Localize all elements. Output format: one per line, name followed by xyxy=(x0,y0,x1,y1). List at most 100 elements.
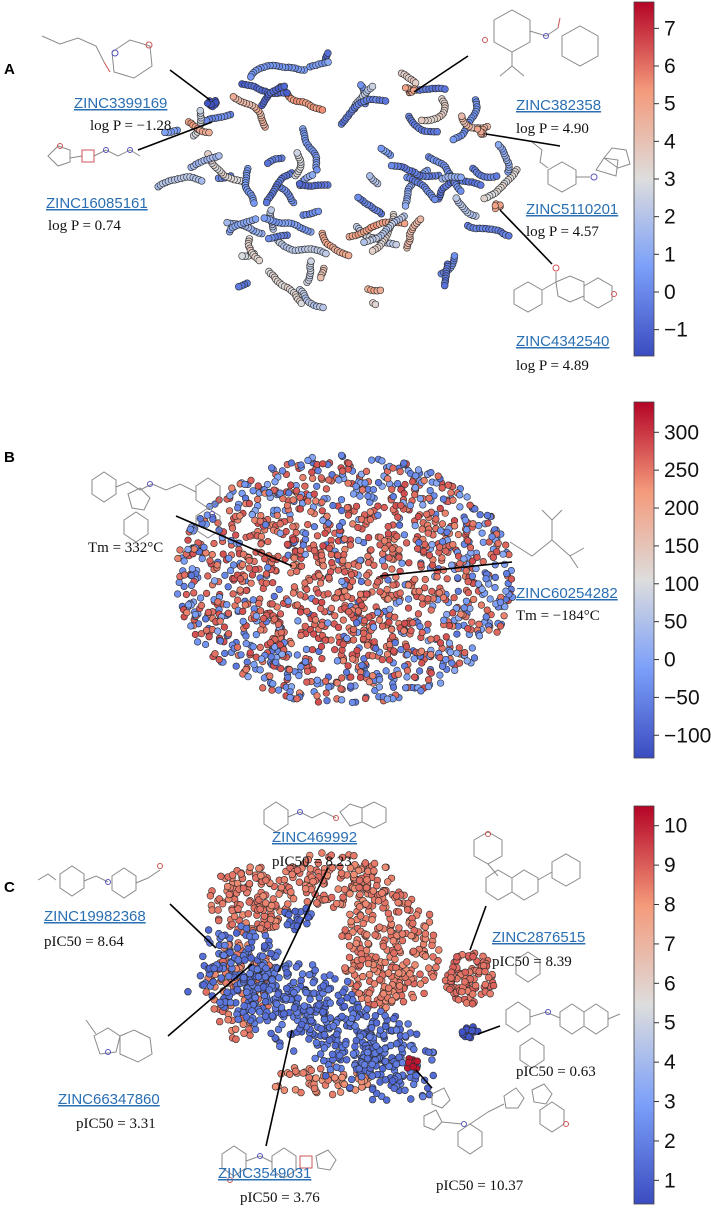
scatter-point xyxy=(355,989,363,997)
scatter-point xyxy=(427,606,435,614)
scatter-point xyxy=(395,521,404,529)
scatter-point xyxy=(270,615,279,623)
compound-id-link[interactable]: ZINC469992 xyxy=(272,829,357,846)
scatter-point xyxy=(350,870,358,879)
scatter-point xyxy=(331,975,339,983)
scatter-point xyxy=(325,574,333,582)
scatter-point xyxy=(297,631,305,640)
scatter-point xyxy=(225,507,234,515)
scatter-point xyxy=(277,664,285,673)
scatter-point xyxy=(368,247,377,255)
scatter-point xyxy=(441,509,449,517)
scatter-point xyxy=(268,901,276,910)
scatter-point xyxy=(441,281,449,290)
scatter-point xyxy=(394,898,402,907)
scatter-point xyxy=(239,884,248,892)
scatter-point xyxy=(255,256,263,265)
scatter-points-b xyxy=(174,451,517,707)
scatter-point xyxy=(332,1063,341,1071)
scatter-point xyxy=(447,974,455,982)
colorbar-tick-label: 5 xyxy=(664,1012,676,1035)
molecule-zinc60254282 xyxy=(509,509,585,569)
scatter-point xyxy=(267,949,275,958)
compound-id-link[interactable]: ZINC3399169 xyxy=(74,95,167,112)
scatter-point xyxy=(451,522,459,530)
scatter-point xyxy=(369,486,378,494)
scatter-point xyxy=(196,106,205,115)
scatter-point xyxy=(314,698,323,706)
scatter-point xyxy=(479,538,487,546)
scatter-point xyxy=(161,128,169,137)
scatter-point xyxy=(357,1072,366,1081)
scatter-point xyxy=(301,658,310,666)
scatter-point xyxy=(368,916,376,924)
scatter-point xyxy=(381,1057,390,1066)
scatter-point xyxy=(304,497,312,505)
scatter-point xyxy=(188,571,196,580)
scatter-point xyxy=(245,898,253,906)
scatter-point xyxy=(415,587,423,595)
scatter-point xyxy=(358,601,366,610)
scatter-point xyxy=(485,973,493,982)
scatter-point xyxy=(300,1002,308,1010)
compound-id-link[interactable]: ZINC3549031 xyxy=(218,1165,311,1182)
scatter-point xyxy=(427,635,435,643)
scatter-point xyxy=(259,892,267,900)
scatter-point xyxy=(478,585,486,593)
scatter-point xyxy=(267,1029,275,1038)
scatter-point xyxy=(224,609,232,617)
scatter-point xyxy=(414,513,423,521)
compound-id-link[interactable]: ZINC16085161 xyxy=(46,195,148,212)
compound-id-link[interactable]: ZINC2876515 xyxy=(492,929,585,946)
scatter-point xyxy=(334,623,343,632)
scatter-point xyxy=(449,496,457,504)
scatter-point xyxy=(223,601,231,609)
scatter-point xyxy=(283,984,291,993)
compound-id-link[interactable]: ZINC382358 xyxy=(516,97,601,114)
scatter-point xyxy=(233,944,242,952)
compound-id-link[interactable]: ZINC5110201 xyxy=(526,201,618,218)
scatter-point xyxy=(416,980,425,988)
molecule-tm-332 xyxy=(91,471,221,543)
scatter-point xyxy=(416,215,425,223)
scatter-point xyxy=(379,990,388,998)
scatter-point xyxy=(370,859,379,868)
scatter-point xyxy=(333,657,342,665)
scatter-point xyxy=(404,581,413,589)
scatter-point xyxy=(200,543,208,551)
scatter-point xyxy=(325,1036,334,1045)
scatter-point xyxy=(318,551,326,559)
scatter-point xyxy=(392,992,400,1000)
compound-id-link[interactable]: ZINC66347860 xyxy=(58,1091,160,1108)
scatter-point xyxy=(433,128,441,136)
scatter-point xyxy=(242,632,250,640)
scatter-point xyxy=(308,646,317,654)
scatter-point xyxy=(416,495,424,503)
scatter-point xyxy=(260,942,269,950)
compound-id-link[interactable]: ZINC19982368 xyxy=(44,908,146,925)
scatter-point xyxy=(232,1035,240,1043)
scatter-point xyxy=(470,595,478,604)
scatter-point xyxy=(263,921,272,929)
scatter-point xyxy=(217,974,225,982)
colorbar-tick-label: 6 xyxy=(664,972,676,995)
compound-id-link[interactable]: ZINC60254282 xyxy=(516,585,618,602)
scatter-point xyxy=(246,532,254,540)
scatter-point xyxy=(249,487,257,495)
scatter-point xyxy=(318,621,326,629)
scatter-point xyxy=(482,613,490,621)
scatter-point xyxy=(410,655,418,663)
scatter-point xyxy=(435,589,443,597)
scatter-point xyxy=(287,639,295,648)
scatter-point xyxy=(370,867,378,875)
scatter-point xyxy=(310,1084,319,1093)
scatter-point xyxy=(417,560,425,569)
scatter-point xyxy=(319,516,327,525)
scatter-point xyxy=(266,672,274,680)
compound-id-link[interactable]: ZINC4342540 xyxy=(516,333,609,350)
scatter-point xyxy=(341,568,349,576)
scatter-point xyxy=(360,1060,369,1069)
scatter-point xyxy=(217,872,225,880)
scatter-point xyxy=(352,939,360,948)
